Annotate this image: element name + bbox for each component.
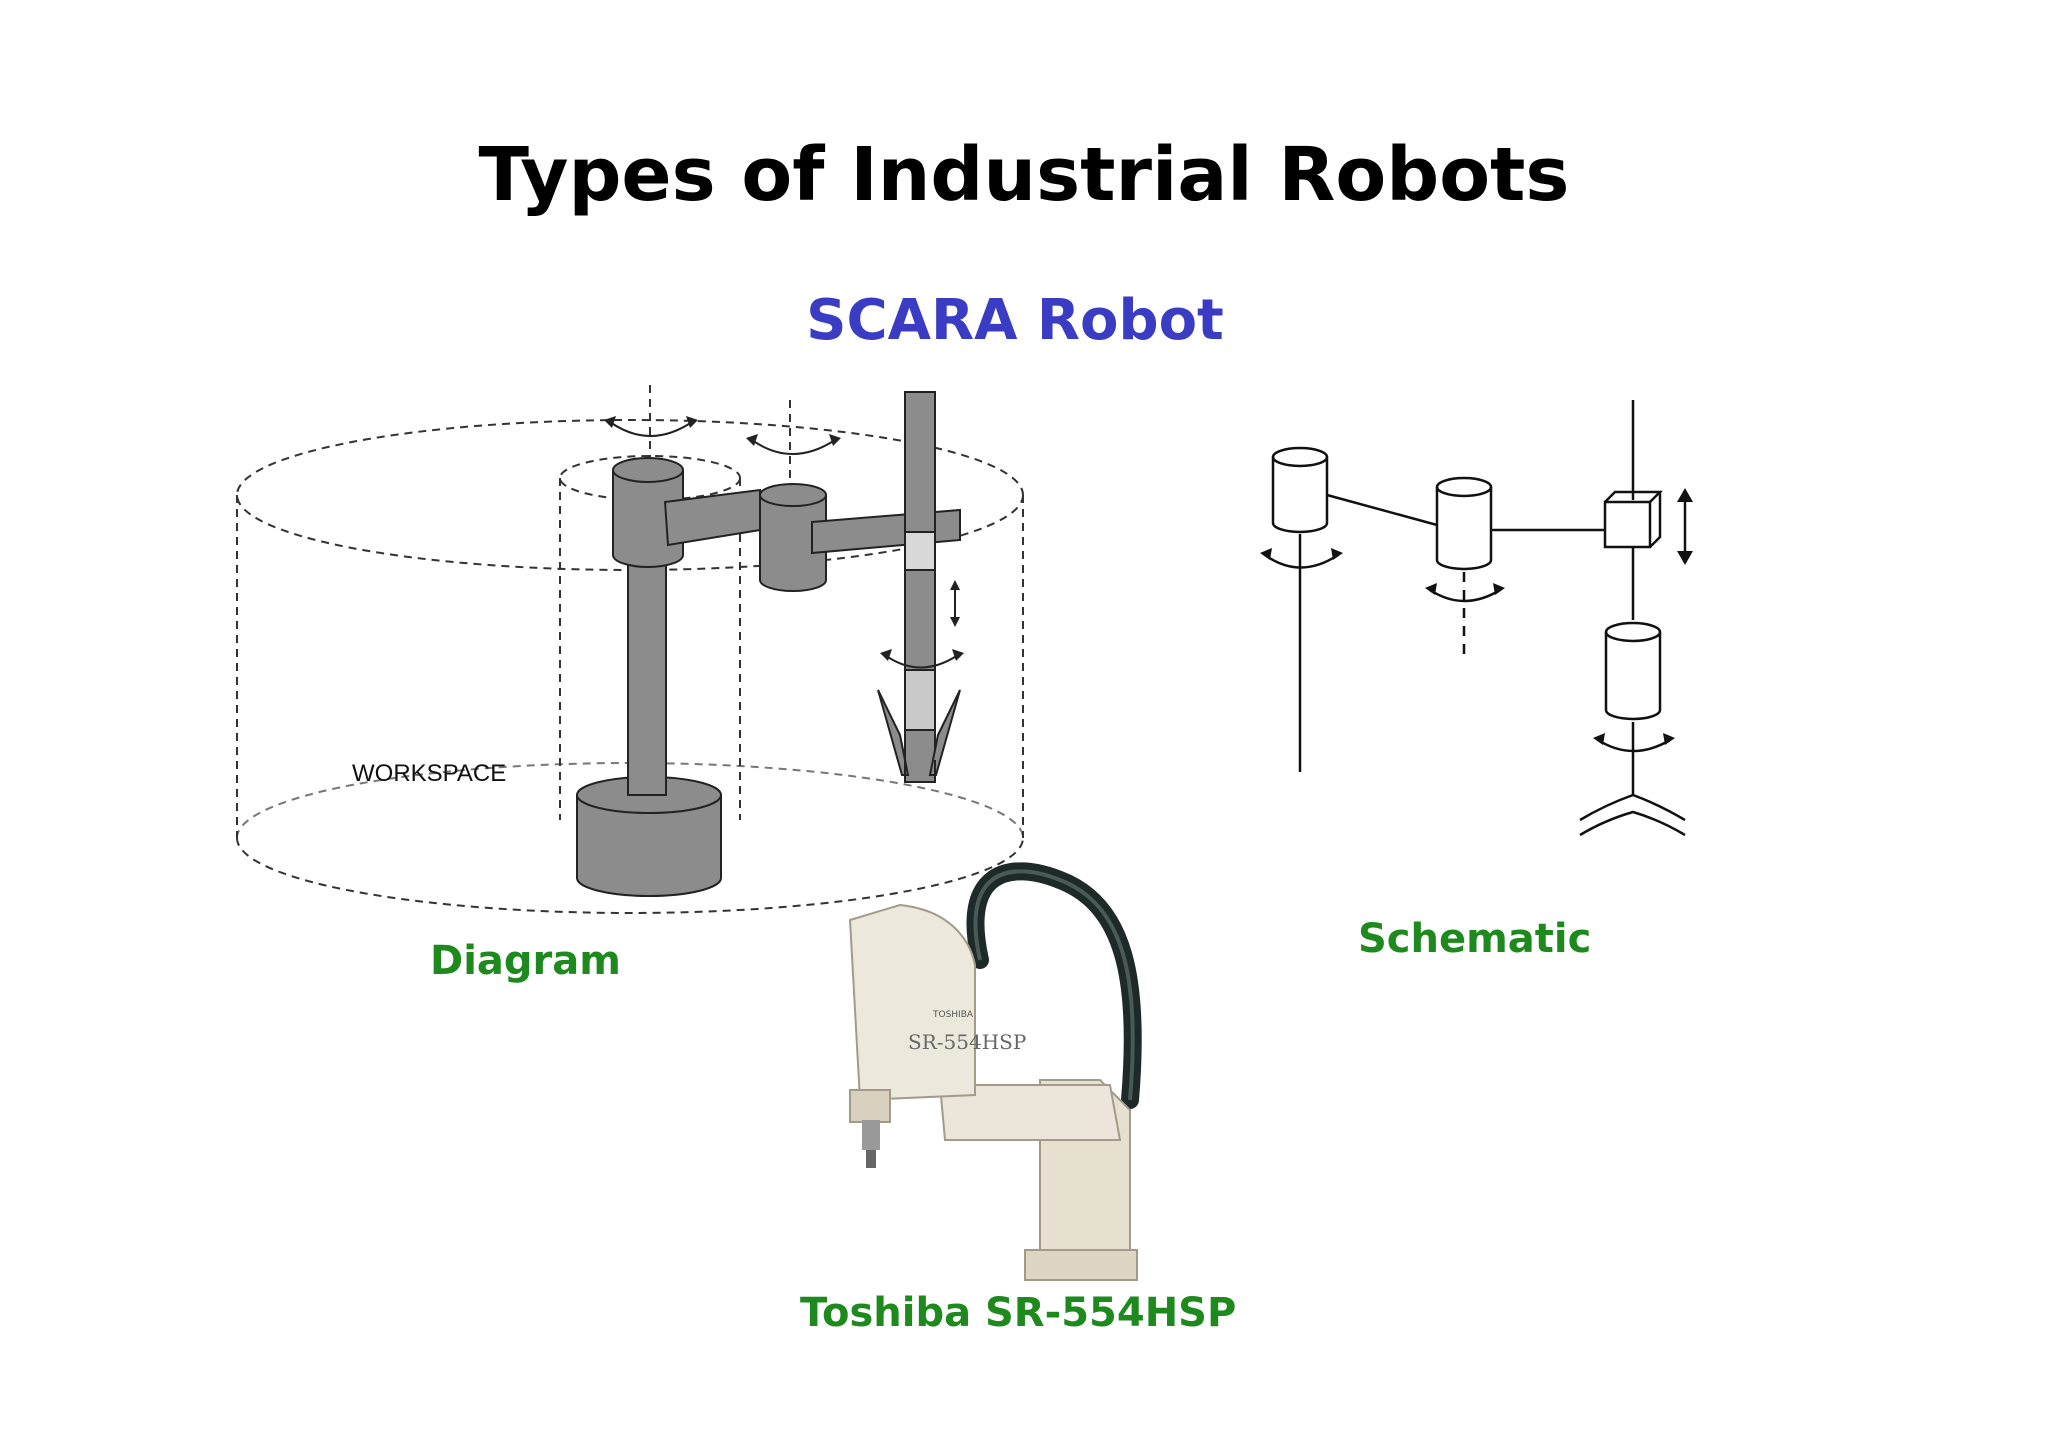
rotation-arrows — [609, 421, 959, 669]
schematic-arrow-heads — [1260, 488, 1693, 745]
workspace-label: WORKSPACE — [352, 760, 507, 787]
workspace-cylinder — [236, 385, 1024, 914]
diagram-caption: Diagram — [430, 938, 621, 984]
photo-caption: Toshiba SR-554HSP — [800, 1290, 1237, 1336]
robot-housing — [848, 903, 1138, 1281]
tool-flange — [862, 1120, 880, 1168]
schematic-caption: Schematic — [1358, 916, 1592, 962]
gripper — [877, 689, 961, 778]
page-title: Types of Industrial Robots — [478, 132, 1570, 218]
brand-text: TOSHIBA — [933, 1010, 974, 1020]
cable-highlight — [973, 869, 1135, 1101]
robot-body — [576, 391, 961, 897]
schematic-links — [1264, 400, 1687, 837]
cable — [966, 862, 1142, 1109]
arrow-heads — [604, 416, 964, 661]
model-text: SR-554HSP — [908, 1030, 1027, 1054]
section-title: SCARA Robot — [806, 288, 1224, 353]
